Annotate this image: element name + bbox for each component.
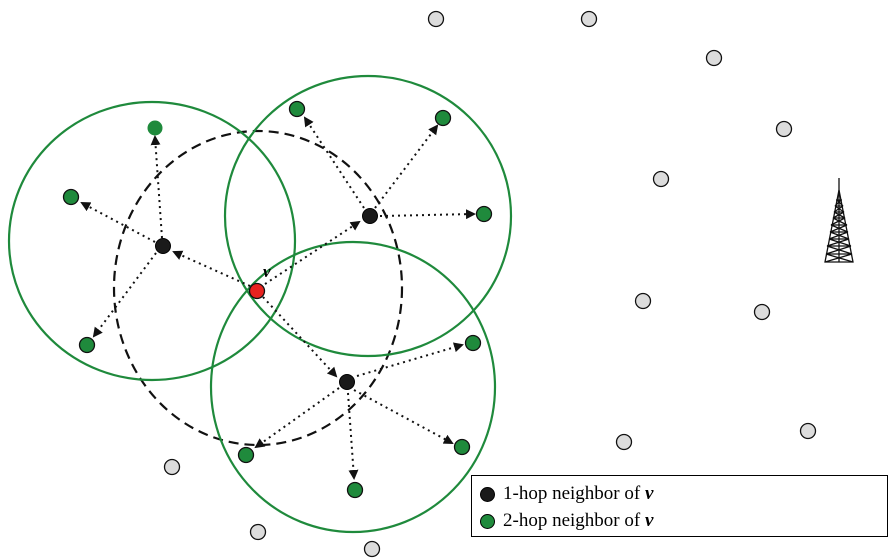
two-hop-nodes (62, 100, 493, 499)
arrow-bottom-downleft (254, 387, 340, 449)
one-hop-node (155, 238, 171, 254)
source-label: v (263, 262, 271, 281)
legend-one-hop-label: 1-hop neighbor of v (503, 483, 653, 505)
arrow-top-up2 (374, 124, 439, 209)
two-hop-node (62, 188, 80, 206)
one-hop-swatch-icon (480, 486, 495, 502)
other-node (580, 10, 598, 28)
arrow-left-down (92, 252, 157, 338)
arrow-v-to-left (172, 250, 251, 287)
arrow-left-up (150, 135, 163, 239)
arrow-top-right (379, 209, 476, 220)
arrow-left-upleft (80, 202, 156, 243)
other-node (615, 433, 633, 451)
legend-one-hop-text: 1-hop neighbor of (503, 483, 645, 504)
range-circle-bottom (209, 240, 497, 534)
one-hop-nodes (155, 208, 378, 390)
legend-item-two-hop: 2-hop neighbor of v (480, 508, 653, 534)
arrow-bottom-right (356, 342, 464, 377)
two-hop-node (147, 120, 163, 136)
two-hop-node (78, 336, 96, 354)
legend-item-one-hop: 1-hop neighbor of v (480, 481, 653, 507)
two-hop-swatch-icon (480, 513, 495, 529)
other-node (163, 458, 181, 476)
source-node (248, 282, 266, 300)
two-hop-node (453, 438, 471, 456)
arrow-bottom-down (347, 392, 359, 480)
other-node (427, 10, 445, 28)
arrow-v-to-top (264, 220, 361, 285)
other-nodes (163, 10, 817, 558)
transmission-arrows (80, 116, 476, 480)
range-circles (7, 74, 513, 534)
one-hop-node (339, 374, 355, 390)
other-node (634, 292, 652, 310)
two-hop-node (288, 100, 306, 118)
range-circle-left (7, 100, 297, 382)
two-hop-node (346, 481, 364, 499)
range-circle-source (112, 129, 404, 447)
other-node (775, 120, 793, 138)
two-hop-node (434, 109, 452, 127)
other-node (753, 303, 771, 321)
other-node (249, 523, 267, 541)
two-hop-node (464, 334, 482, 352)
other-node (705, 49, 723, 67)
other-node (363, 540, 381, 558)
legend-two-hop-var: v (644, 510, 654, 531)
arrow-v-to-bottom (262, 296, 338, 378)
arrow-bottom-downright (353, 389, 454, 444)
range-circle-top (223, 74, 513, 358)
two-hop-node (475, 205, 493, 223)
one-hop-node (362, 208, 378, 224)
cell-tower-icon (824, 178, 854, 263)
legend: 1-hop neighbor of v 2-hop neighbor of v (471, 475, 888, 537)
other-node (652, 170, 670, 188)
legend-two-hop-label: 2-hop neighbor of v (503, 510, 653, 532)
other-node (799, 422, 817, 440)
two-hop-node (237, 446, 255, 464)
legend-one-hop-var: v (644, 483, 654, 504)
arrow-top-up1 (303, 116, 365, 209)
legend-two-hop-text: 2-hop neighbor of (503, 510, 645, 531)
